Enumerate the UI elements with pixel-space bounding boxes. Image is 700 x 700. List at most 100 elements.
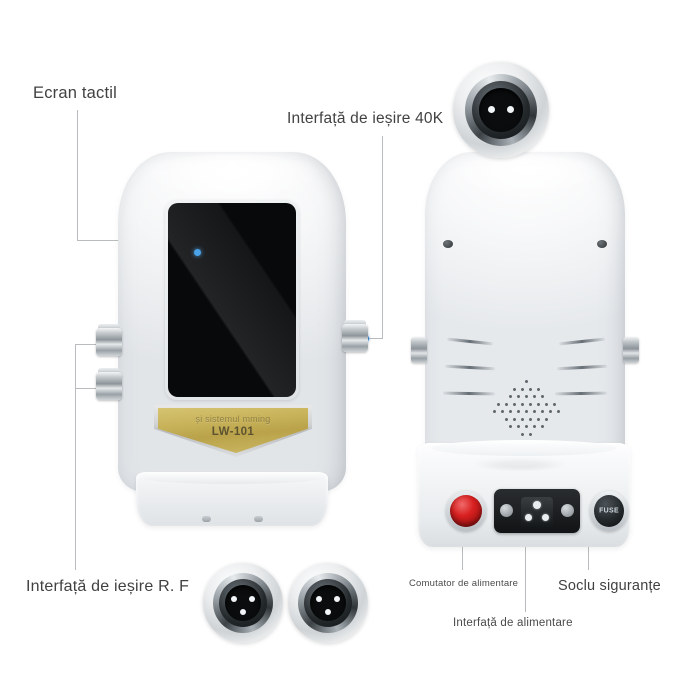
fuse-socket[interactable]: FUSE xyxy=(590,491,628,531)
fuse-socket-cap xyxy=(594,495,624,527)
inlet-pin-earth xyxy=(533,501,541,509)
grille-hole xyxy=(505,417,508,421)
connector-closeup-rf-2 xyxy=(288,563,368,643)
callout-label-power-interface: Interfață de alimentare xyxy=(453,617,573,629)
connector-pin-1 xyxy=(488,106,495,113)
grille-hole xyxy=(521,387,524,391)
rear-device-base-panel: FUSE xyxy=(418,440,630,547)
leader-line-power-interface xyxy=(525,500,526,612)
grille-hole xyxy=(513,387,516,391)
grille-hole xyxy=(517,395,520,398)
rear-side-connector-left[interactable] xyxy=(411,337,427,363)
grille-hole xyxy=(521,432,524,436)
rear-side-connector-right[interactable] xyxy=(623,337,639,363)
grille-hole xyxy=(513,402,516,406)
rear-screw-left xyxy=(443,240,453,248)
grille-hole xyxy=(525,380,528,383)
certification-marking xyxy=(476,457,564,471)
connector-body xyxy=(96,372,122,400)
rf-output-connector-upper[interactable] xyxy=(96,324,122,356)
grille-hole xyxy=(545,417,548,421)
connector-pin-2 xyxy=(249,596,255,602)
grille-hole xyxy=(549,410,552,413)
grille-hole xyxy=(529,402,532,406)
power-inlet-socket[interactable] xyxy=(521,497,553,527)
grille-hole xyxy=(533,395,536,398)
connector-face xyxy=(225,585,261,621)
grille-hole xyxy=(537,387,540,391)
grille-hole xyxy=(553,402,556,406)
leader-line-touch-screen-vertical xyxy=(77,110,78,241)
grille-hole xyxy=(517,410,520,413)
connector-face xyxy=(310,585,346,621)
leader-line-40k-vertical xyxy=(382,136,383,339)
connector-pin-3 xyxy=(325,609,331,615)
grille-hole xyxy=(545,402,548,406)
front-device-base xyxy=(136,472,328,526)
touch-screen-display[interactable] xyxy=(168,203,296,397)
grille-hole xyxy=(509,425,512,428)
grille-hole xyxy=(521,417,524,421)
leader-line-rf-upper-stub xyxy=(75,344,106,345)
power-switch[interactable] xyxy=(446,491,486,531)
callout-label-output-40k: Interfață de ieșire 40K xyxy=(287,110,444,127)
grille-hole xyxy=(541,425,544,428)
power-interface-panel xyxy=(494,489,580,533)
base-top-lip xyxy=(144,472,320,484)
io-panel-screw-left xyxy=(500,504,513,517)
connector-pin-2 xyxy=(507,106,514,113)
screen-bezel xyxy=(165,200,299,400)
grille-hole xyxy=(525,410,528,413)
leader-line-40k-horizontal xyxy=(366,338,383,339)
badge-text-line1: și sistemul mming xyxy=(195,414,271,424)
grille-hole xyxy=(517,425,520,428)
grille-hole xyxy=(497,402,500,406)
speaker-grille xyxy=(493,380,561,438)
connector-closeup-rf-1 xyxy=(203,563,283,643)
grille-hole xyxy=(529,387,532,391)
grille-hole xyxy=(525,395,528,398)
grille-hole xyxy=(557,410,560,413)
screen-indicator-led xyxy=(194,249,201,256)
grille-hole xyxy=(525,425,528,428)
leader-line-rf-lower-stub xyxy=(75,388,106,389)
grille-hole xyxy=(541,410,544,413)
connector-body xyxy=(96,328,122,356)
connector-pin-1 xyxy=(316,596,322,602)
grille-hole xyxy=(493,410,496,413)
rear-base-top-lip xyxy=(432,440,616,456)
inlet-pin-neutral xyxy=(542,514,549,521)
rear-screw-right xyxy=(597,240,607,248)
grille-hole xyxy=(509,410,512,413)
connector-body xyxy=(342,324,368,352)
output-40k-connector[interactable] xyxy=(342,320,368,352)
grille-hole xyxy=(533,425,536,428)
base-screw-right xyxy=(254,516,263,522)
leader-line-rf-vertical xyxy=(75,344,76,570)
fuse-socket-text: FUSE xyxy=(599,507,619,515)
grille-hole xyxy=(533,410,536,413)
connector-closeup-40k xyxy=(453,62,549,158)
device-rear-view xyxy=(411,152,639,510)
front-top-highlight xyxy=(140,154,324,200)
callout-label-fuse-socket: Soclu siguranțe xyxy=(558,578,661,594)
inlet-pin-live xyxy=(525,514,532,521)
grille-hole xyxy=(537,417,540,421)
callout-label-touch-screen: Ecran tactil xyxy=(33,84,118,102)
device-front-view: și sistemul mming LW-101 xyxy=(96,152,368,492)
connector-face xyxy=(479,88,523,132)
grille-hole xyxy=(505,402,508,406)
grille-hole xyxy=(521,402,524,406)
io-panel-screw-right xyxy=(561,504,574,517)
callout-label-output-rf: Interfață de ieșire R. F xyxy=(26,578,190,595)
connector-pin-1 xyxy=(231,596,237,602)
grille-hole xyxy=(529,432,532,436)
connector-pin-2 xyxy=(334,596,340,602)
rf-output-connector-lower[interactable] xyxy=(96,368,122,400)
grille-hole xyxy=(501,410,504,413)
grille-hole xyxy=(541,395,544,398)
grille-hole xyxy=(529,417,532,421)
grille-hole xyxy=(509,395,512,398)
power-switch-rocker xyxy=(450,495,482,527)
